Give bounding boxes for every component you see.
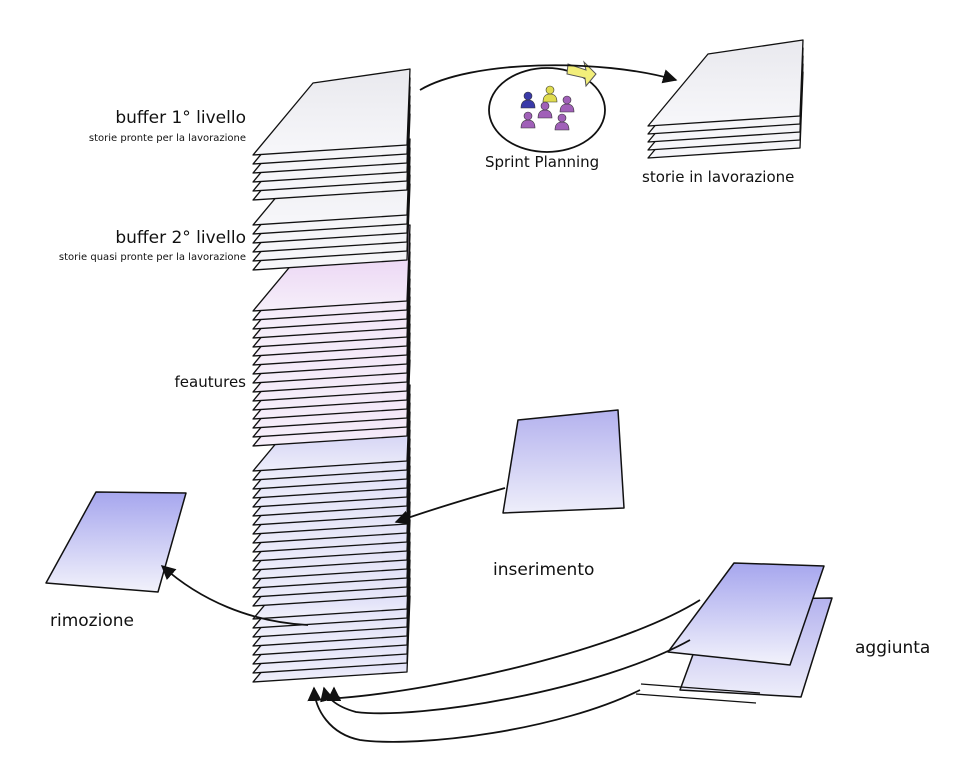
buffer1-subtitle: storie pronte per la lavorazione	[88, 133, 246, 144]
arrow-addition-3	[307, 686, 641, 743]
person-icon	[559, 95, 575, 113]
backlog-stack	[252, 68, 411, 683]
arrow-removal	[160, 565, 309, 626]
added-sheet-edge	[640, 683, 761, 694]
person-icon	[554, 113, 570, 131]
added-sheet-front	[667, 562, 825, 666]
arrow-insertion	[394, 487, 506, 525]
yellow-arrow-icon	[566, 60, 597, 88]
person-icon	[520, 111, 536, 129]
person-icon	[537, 101, 553, 119]
features-label: feautures	[174, 373, 246, 391]
removed-sheet	[45, 491, 187, 593]
buffer2-subtitle: storie quasi pronte per la lavorazione	[58, 252, 246, 263]
in-progress-label: storie in lavorazione	[642, 168, 795, 186]
arrow-to-in-progress	[419, 64, 678, 91]
buffer1-title: buffer 1° livello	[115, 108, 246, 128]
sprint-planning-label: Sprint Planning	[485, 153, 600, 171]
arrow-addition-2	[320, 639, 691, 715]
inserted-sheet	[502, 409, 625, 514]
removal-label: rimozione	[50, 611, 134, 631]
buffer1-sheet	[252, 68, 411, 156]
in-progress-sheet	[647, 39, 804, 127]
buffer2-title: buffer 2° livello	[115, 228, 246, 248]
person-icon	[520, 91, 536, 109]
added-sheet-edge	[635, 693, 757, 704]
insertion-label: inserimento	[493, 560, 595, 580]
team-people-icon	[520, 85, 575, 131]
arrow-addition-1	[326, 599, 701, 701]
person-icon	[542, 85, 558, 103]
in-progress-stack	[647, 39, 804, 159]
addition-label: aggiunta	[855, 638, 931, 658]
